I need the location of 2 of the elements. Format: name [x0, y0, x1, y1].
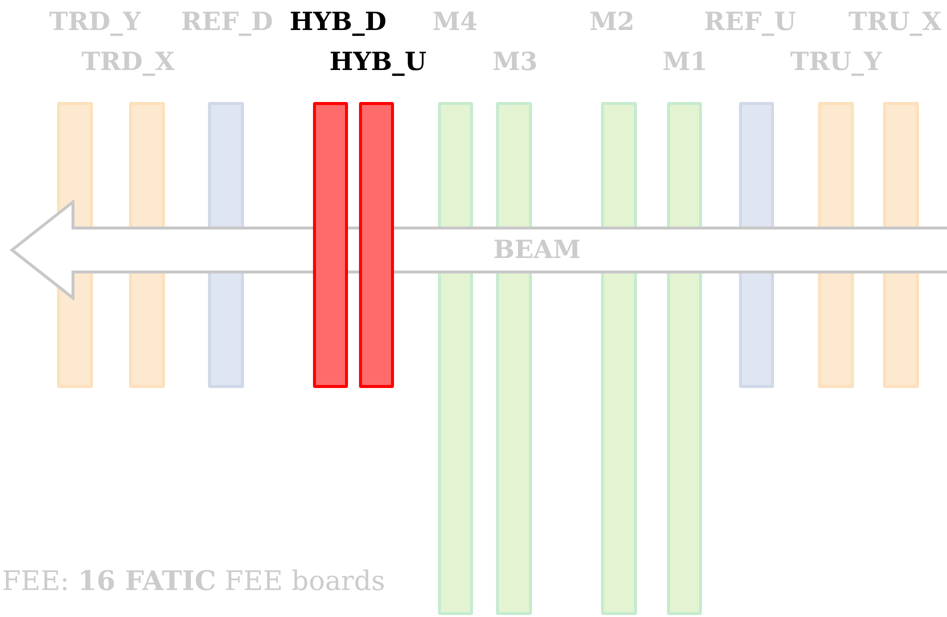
plane-label: HYB_D: [290, 7, 386, 37]
plane-label: HYB_U: [330, 47, 426, 77]
